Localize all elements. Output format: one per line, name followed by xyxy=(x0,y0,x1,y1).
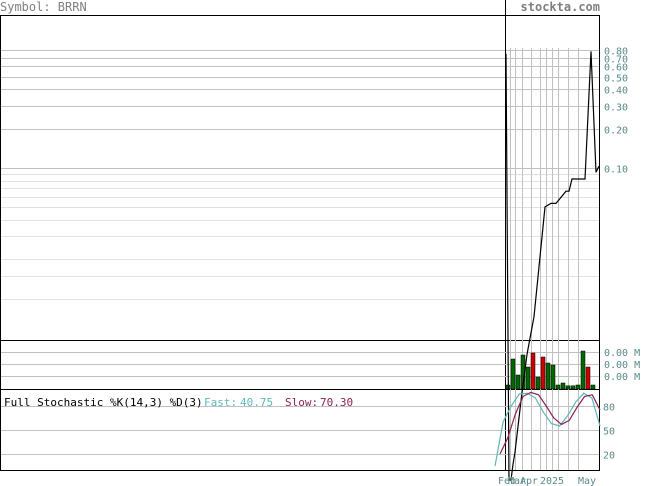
price-tick-label: 0.80 xyxy=(604,47,628,58)
volume-bar xyxy=(590,384,596,390)
volume-bar xyxy=(535,376,541,390)
stochastic-tick-label: 20 xyxy=(603,451,615,462)
fast-label: Fast: xyxy=(204,396,237,409)
slow-value: 70.30 xyxy=(320,396,353,409)
volume-bar xyxy=(550,364,556,390)
site-name: stockta.com xyxy=(520,0,600,14)
price-tick-label: 0.40 xyxy=(604,86,628,97)
stochastic-tick-label: 50 xyxy=(603,427,615,438)
volume-bar xyxy=(555,384,561,390)
volume-tick-label: 0.00 M xyxy=(604,348,640,359)
volume-bar xyxy=(525,366,531,390)
volume-bar xyxy=(530,352,536,390)
stochastic-axis-labels: 80 50 20 xyxy=(603,403,615,462)
x-tick-label: Feb xyxy=(498,476,516,486)
volume-bar xyxy=(515,374,521,390)
price-tick-label: 0.20 xyxy=(604,126,628,137)
price-tick-label: 0.10 xyxy=(604,165,628,176)
stochastic-k-line xyxy=(494,392,601,467)
x-tick-label: Apr xyxy=(520,476,538,486)
stochastic-tick-label: 80 xyxy=(603,403,615,414)
stochastic-grid xyxy=(1,406,599,455)
volume-grid xyxy=(1,352,599,377)
volume-bar xyxy=(545,362,551,390)
x-tick-label: 2025 xyxy=(540,476,564,486)
stochastic-title: Full Stochastic %K(14,3) %D(3) xyxy=(4,396,203,409)
price-axis-labels: 0.800.700.600.500.40 0.30 0.20 0.10 xyxy=(604,47,628,176)
volume-bar xyxy=(540,356,546,390)
price-grid xyxy=(1,50,599,300)
volume-bar xyxy=(565,385,571,390)
price-panel xyxy=(0,15,600,341)
volume-axis-labels: 0.00 M0.00 M0.00 M xyxy=(604,348,640,383)
volume-bar xyxy=(580,350,586,390)
volume-bar xyxy=(560,382,566,390)
fast-value: 40.75 xyxy=(240,396,273,409)
price-tick-label: 0.30 xyxy=(604,103,628,114)
price-tick-label: 0.60 xyxy=(604,63,628,74)
symbol-label: Symbol: BRRN xyxy=(0,0,87,14)
slow-label: Slow: xyxy=(285,396,318,409)
price-line xyxy=(505,51,600,481)
volume-bar xyxy=(575,384,581,390)
volume-bars xyxy=(505,350,596,390)
volume-tick-label: 0.00 M xyxy=(604,360,640,371)
price-tick-label: 0.50 xyxy=(604,74,628,85)
x-tick-label: Mar xyxy=(508,476,526,486)
volume-bar xyxy=(585,366,591,390)
price-tick-label: 0.70 xyxy=(604,55,628,66)
stochastic-panel xyxy=(0,389,600,471)
volume-bar xyxy=(510,358,516,390)
volume-bar xyxy=(570,385,576,390)
x-tick-label: May xyxy=(578,476,596,486)
vertical-grid xyxy=(505,0,579,470)
stochastic-d-line xyxy=(499,391,601,455)
volume-tick-label: 0.00 M xyxy=(604,372,640,383)
